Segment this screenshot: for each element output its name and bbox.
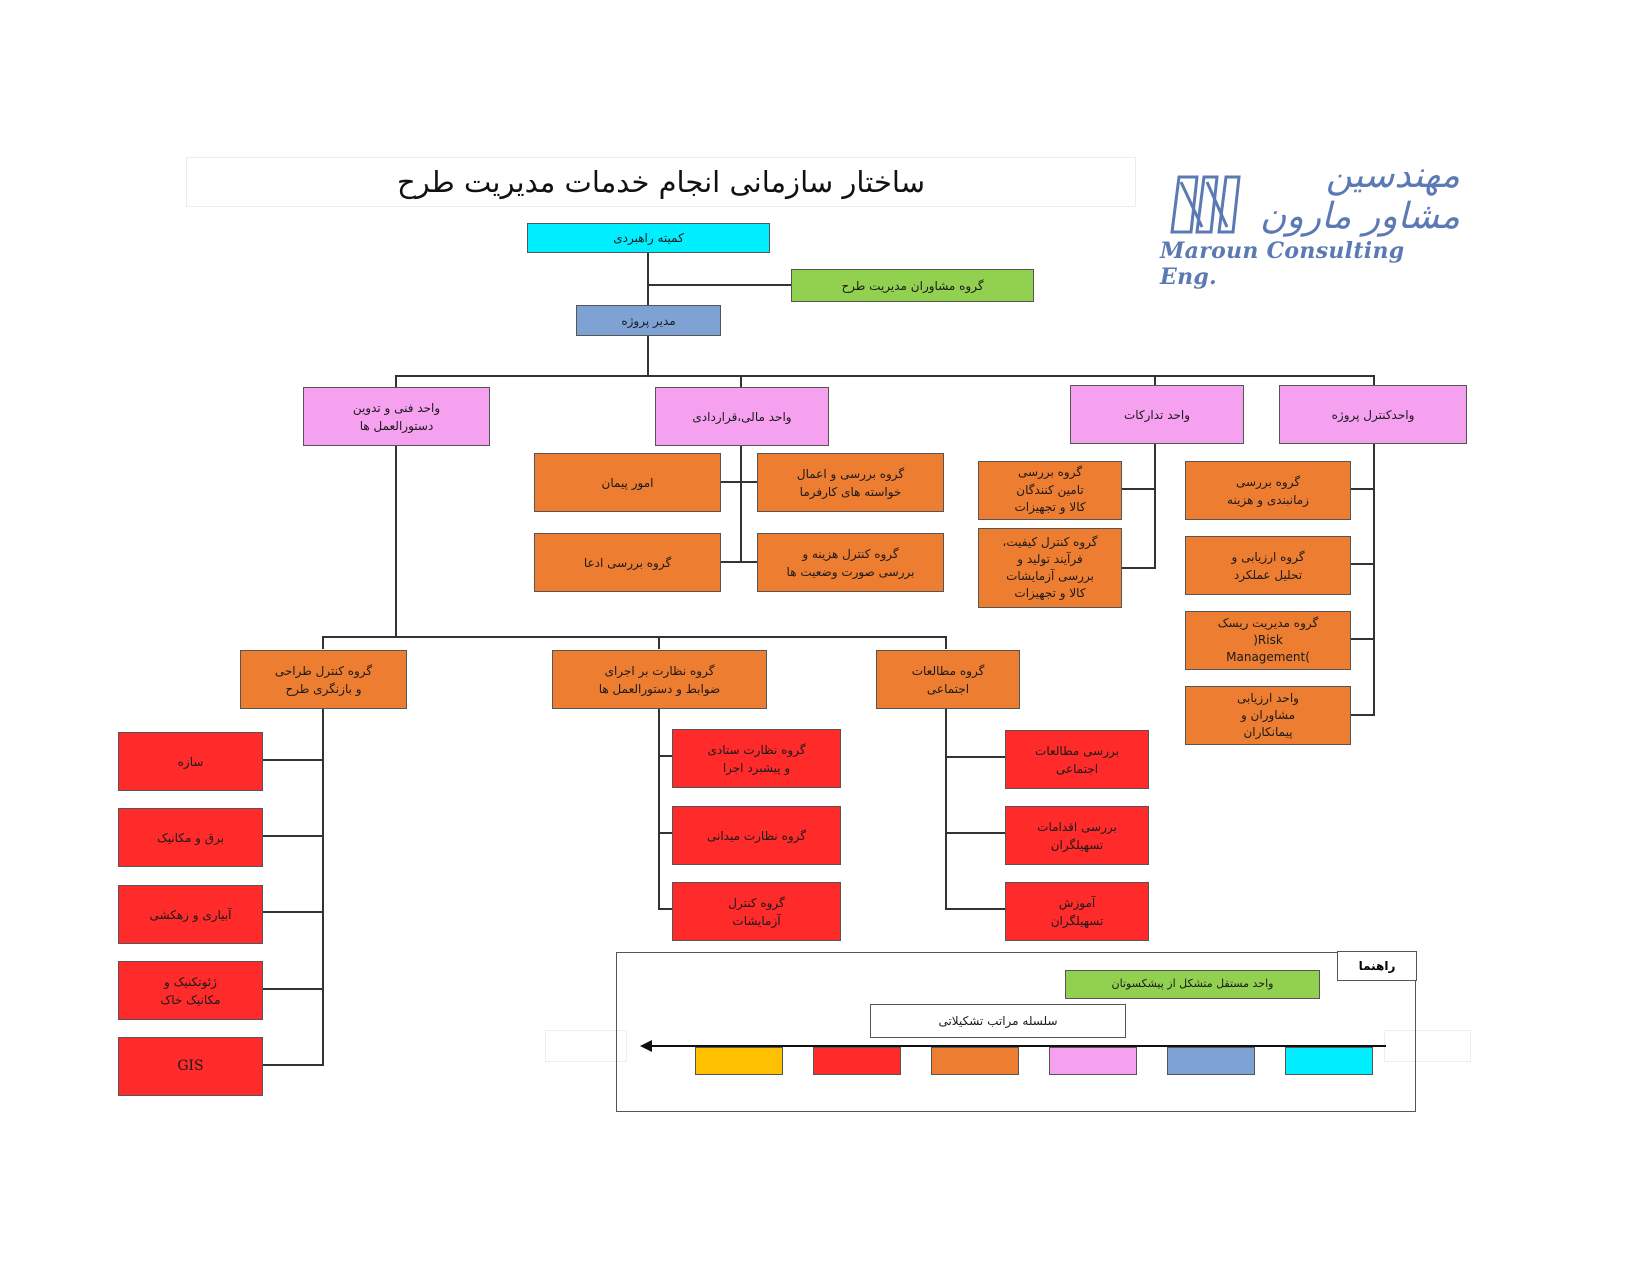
logo-english-text: Maroun Consulting Eng. [1160,238,1405,290]
node-structure: سازه [118,732,263,791]
node-consultants-evaluation: واحد ارزیابی مشاوران و پیمانکاران [1185,686,1351,745]
legend-swatch [695,1047,783,1075]
legend-swatch [813,1047,901,1075]
node-facilitators-review: بررسی اقدامات تسهیلگران [1005,806,1149,865]
legend-faint-box [545,1030,627,1062]
legend-swatch [1167,1047,1255,1075]
node-schedule-review: گروه بررسی زمانبندی و هزینه [1185,461,1351,520]
company-logo [1170,175,1241,234]
node-supervision-group: گروه نظارت بر اجرای ضوابط و دستورالعمل ه… [552,650,767,709]
legend-title: راهنما [1337,951,1417,981]
node-irrigation-drainage: آبیاری و زهکشی [118,885,263,944]
node-gis: GIS [118,1037,263,1096]
node-social-studies-group: گروه مطالعات اجتماعی [876,650,1020,709]
node-electrical-mechanical: برق و مکانیک [118,808,263,867]
legend-swatch [1285,1047,1373,1075]
node-project-manager: مدیر پروژه [576,305,721,336]
node-field-supervision: گروه نظارت میدانی [672,806,841,865]
node-cost-control: گروه کنترل هزینه و بررسی صورت وضعیت ها [757,533,944,592]
node-performance-evaluation: گروه ارزیابی و تحلیل عملکرد [1185,536,1351,595]
node-social-study-review: بررسی مطالعات اجتماعی [1005,730,1149,789]
node-staff-supervision: گروه نظارت ستادی و پیشبرد اجرا [672,729,841,788]
legend-hierarchy-arrow [640,1040,1386,1052]
node-facilitators-training: آموزش تسهیلگران [1005,882,1149,941]
page-title: ساختار سازمانی انجام خدمات مدیریت طرح [186,157,1136,207]
node-geotechnics: ژئوتکنیک و مکانیک خاک [118,961,263,1020]
node-project-control-unit: واحدکنترل پروژه [1279,385,1467,444]
node-suppliers-review: گروه بررسی تامین کنندگان کالا و تجهیزات [978,461,1122,520]
node-claims-review: گروه بررسی ادعا [534,533,721,592]
legend [616,952,1416,1112]
legend-swatch [1049,1047,1137,1075]
node-steering-committee: کمیته راهبردی [527,223,770,253]
node-contract-affairs: امور پیمان [534,453,721,512]
node-risk-management: گروه مدیریت ریسک Risk( )Management [1185,611,1351,670]
node-financial-unit: واحد مالی،قراردادی [655,387,829,446]
node-procurement-unit: واحد تدارکات [1070,385,1244,444]
node-employer-requests: گروه بررسی و اعمال خواسته های کارفرما [757,453,944,512]
legend-swatch [931,1047,1019,1075]
node-technical-unit: واحد فنی و تدوین دستورالعمل ها [303,387,490,446]
logo-persian-text: مهندسین مشاور مارون [1259,155,1460,237]
legend-hierarchy-label: سلسله مراتب تشکیلاتی [870,1004,1126,1038]
node-advisors-group: گروه مشاوران مدیریت طرح [791,269,1034,302]
node-quality-control: گروه کنترل کیفیت، فرآیند تولید و بررسی آ… [978,528,1122,608]
node-design-control: گروه کنترل طراحی و بازنگری طرح [240,650,407,709]
legend-independent-unit: واحد مستقل متشکل از پیشکسوتان [1065,970,1320,999]
node-test-control: گروه کنترل آزمایشات [672,882,841,941]
